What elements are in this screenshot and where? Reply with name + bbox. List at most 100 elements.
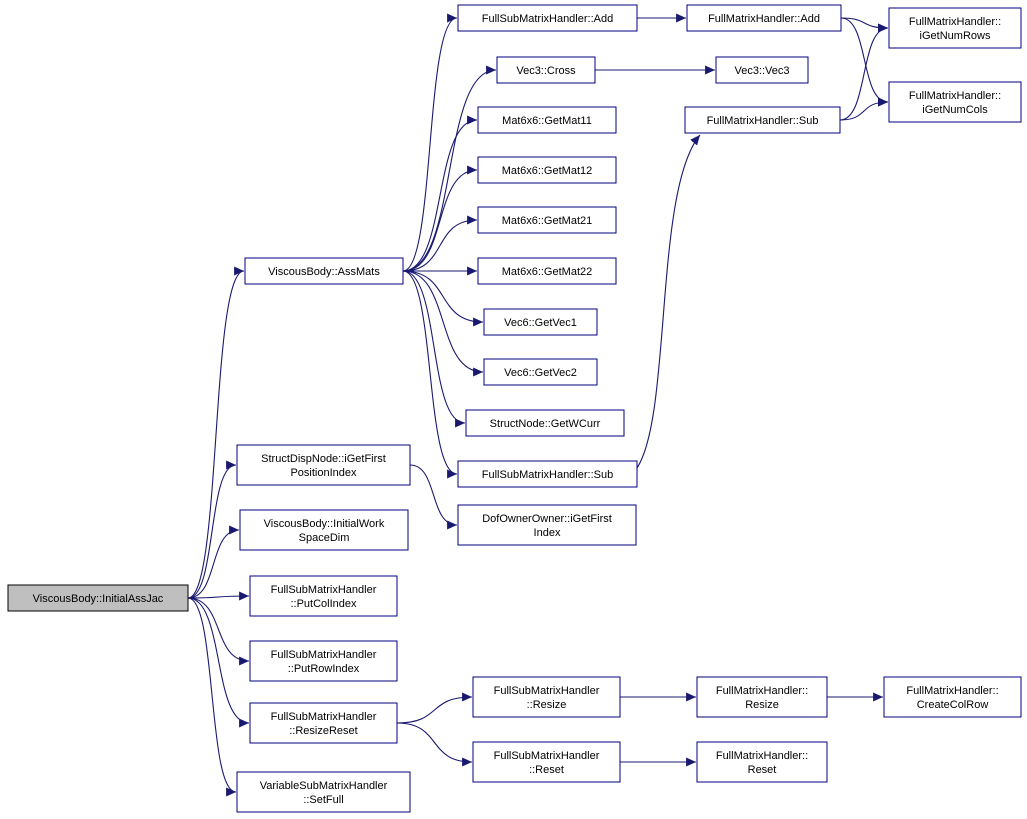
node-label-putRowIndex: FullSubMatrixHandler::PutRowIndex [271,649,377,675]
node-getMat22[interactable]: Mat6x6::GetMat22 [477,257,617,285]
node-iGetNumCols[interactable]: FullMatrixHandler::iGetNumCols [888,81,1022,123]
node-label-cross: Vec3::Cross [516,65,576,77]
edge-assMats-to-subAdd [402,13,458,272]
node-label-resizeReset: FullSubMatrixHandler::ResizeReset [271,711,377,737]
node-label-getVec2: Vec6::GetVec2 [504,367,577,379]
node-getMat21[interactable]: Mat6x6::GetMat21 [477,206,617,234]
node-getVec1[interactable]: Vec6::GetVec1 [483,308,598,336]
node-box-getMat21[interactable] [477,206,617,234]
node-subResize[interactable]: FullSubMatrixHandler::Resize [472,676,621,718]
node-matReset[interactable]: FullMatrixHandler::Reset [696,741,828,783]
node-box-matResize[interactable] [696,676,828,718]
node-label-matReset: FullMatrixHandler::Reset [716,750,808,776]
edge-initialAssJac-to-initialWorkSpaceDim [187,525,240,599]
node-matResize[interactable]: FullMatrixHandler::Resize [696,676,828,718]
node-label-subSub: FullSubMatrixHandler::Sub [482,469,613,481]
edge-matSub-to-iGetNumCols [839,97,889,121]
edge-assMats-to-getWCurr [402,270,466,428]
node-label-subResize: FullSubMatrixHandler::Resize [494,685,600,711]
node-label-vec3vec3: Vec3::Vec3 [734,65,789,77]
node-putColIndex[interactable]: FullSubMatrixHandler::PutColIndex [249,575,398,617]
node-vec3vec3[interactable]: Vec3::Vec3 [715,56,809,84]
node-box-initialAssJac[interactable] [7,584,189,612]
node-getVec2[interactable]: Vec6::GetVec2 [483,358,598,386]
node-box-iGetFirstIndex[interactable] [457,504,637,546]
node-box-subResize[interactable] [472,676,621,718]
edge-subSub-to-matSub [636,134,701,469]
node-label-createColRow: FullMatrixHandler::CreateColRow [906,685,998,711]
edge-assMats-to-cross [402,65,497,272]
edge-getFirstPositionIndex-to-iGetFirstIndex [409,464,458,530]
node-box-subSub[interactable] [457,460,638,488]
edge-assMats-to-getMat21 [402,215,478,272]
node-putRowIndex[interactable]: FullSubMatrixHandler::PutRowIndex [249,640,398,682]
node-box-subAdd[interactable] [457,4,638,32]
edge-initialAssJac-to-resizeReset [187,597,250,728]
node-cross[interactable]: Vec3::Cross [496,56,596,84]
node-box-initialWorkSpaceDim[interactable] [239,509,409,551]
node-box-getFirstPositionIndex[interactable] [236,444,411,486]
node-box-getVec2[interactable] [483,358,598,386]
edge-resizeReset-to-subReset [396,722,473,767]
node-label-setFull: VariableSubMatrixHandler::SetFull [260,780,388,806]
node-matAdd[interactable]: FullMatrixHandler::Add [686,4,842,32]
edge-assMats-to-getVec2 [402,270,484,377]
node-getMat11[interactable]: Mat6x6::GetMat11 [477,106,617,134]
node-label-getVec1: Vec6::GetVec1 [504,317,577,329]
edge-assMats-to-getMat11 [402,115,478,272]
node-box-putRowIndex[interactable] [249,640,398,682]
node-subReset[interactable]: FullSubMatrixHandler::Reset [472,741,621,783]
node-box-matReset[interactable] [696,741,828,783]
node-box-getWCurr[interactable] [465,409,625,437]
node-box-matAdd[interactable] [686,4,842,32]
node-box-getMat11[interactable] [477,106,617,134]
node-label-iGetNumCols: FullMatrixHandler::iGetNumCols [909,90,1001,116]
node-label-matResize: FullMatrixHandler::Resize [716,685,808,711]
node-subSub[interactable]: FullSubMatrixHandler::Sub [457,460,638,488]
node-matSub[interactable]: FullMatrixHandler::Sub [684,106,841,134]
node-box-iGetNumRows[interactable] [888,7,1022,49]
node-label-subAdd: FullSubMatrixHandler::Add [482,13,613,25]
node-createColRow[interactable]: FullMatrixHandler::CreateColRow [883,676,1022,718]
node-setFull[interactable]: VariableSubMatrixHandler::SetFull [236,771,411,813]
node-label-getMat22: Mat6x6::GetMat22 [502,266,593,278]
node-box-putColIndex[interactable] [249,575,398,617]
edge-assMats-to-getVec1 [402,270,484,327]
node-box-getMat22[interactable] [477,257,617,285]
node-label-putColIndex: FullSubMatrixHandler::PutColIndex [271,584,377,610]
node-initialAssJac[interactable]: ViscousBody::InitialAssJac [7,584,189,612]
node-assMats[interactable]: ViscousBody::AssMats [244,257,404,285]
node-box-setFull[interactable] [236,771,411,813]
node-box-cross[interactable] [496,56,596,84]
edge-initialAssJac-to-putRowIndex [187,597,250,666]
edge-matAdd-to-iGetNumRows [840,17,889,33]
edge-initialAssJac-to-getFirstPositionIndex [187,460,237,599]
node-box-iGetNumCols[interactable] [888,81,1022,123]
edge-matSub-to-iGetNumRows [839,23,889,121]
edge-initialAssJac-to-setFull [187,597,237,797]
node-box-assMats[interactable] [244,257,404,285]
node-label-matAdd: FullMatrixHandler::Add [708,13,820,25]
node-label-initialAssJac: ViscousBody::InitialAssJac [33,593,164,605]
node-getWCurr[interactable]: StructNode::GetWCurr [465,409,625,437]
node-label-getMat12: Mat6x6::GetMat12 [502,165,593,177]
node-box-subReset[interactable] [472,741,621,783]
node-box-getVec1[interactable] [483,308,598,336]
edge-assMats-to-getMat12 [402,165,478,272]
node-resizeReset[interactable]: FullSubMatrixHandler::ResizeReset [249,702,398,744]
node-iGetNumRows[interactable]: FullMatrixHandler::iGetNumRows [888,7,1022,49]
node-box-createColRow[interactable] [883,676,1022,718]
node-box-resizeReset[interactable] [249,702,398,744]
edge-resizeReset-to-subResize [396,692,473,724]
node-subAdd[interactable]: FullSubMatrixHandler::Add [457,4,638,32]
node-box-matSub[interactable] [684,106,841,134]
node-box-vec3vec3[interactable] [715,56,809,84]
node-box-getMat12[interactable] [477,156,617,184]
node-getMat12[interactable]: Mat6x6::GetMat12 [477,156,617,184]
